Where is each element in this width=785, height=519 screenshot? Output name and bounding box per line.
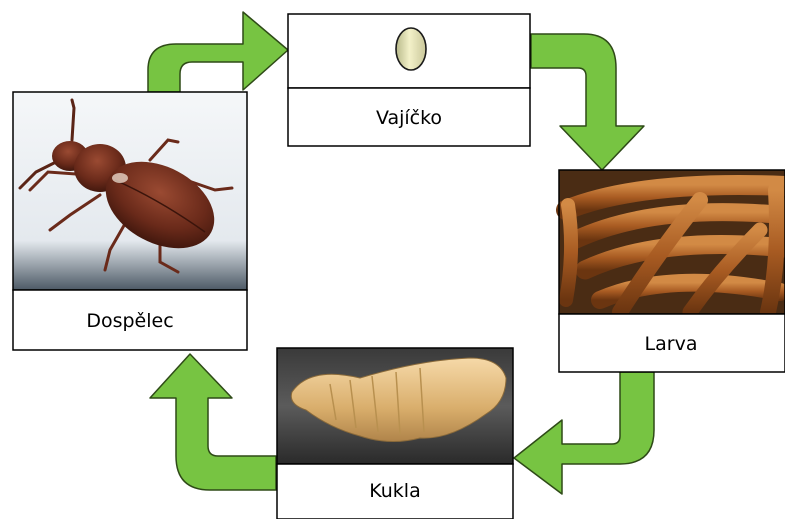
egg-label: Vajíčko <box>376 107 442 129</box>
stage-adult: Dospělec <box>13 92 247 350</box>
arrow-larva-to-pupa <box>514 372 654 494</box>
mealworm-larvae-photo <box>559 170 785 314</box>
pupa-photo <box>277 348 513 464</box>
beetle-photo <box>13 92 247 290</box>
arrow-egg-to-larva <box>531 34 644 170</box>
pupa-label: Kukla <box>369 480 420 502</box>
stage-egg: Vajíčko <box>288 14 530 146</box>
stage-pupa: Kukla <box>277 348 513 519</box>
arrow-pupa-to-adult <box>150 354 276 490</box>
arrow-adult-to-egg <box>148 12 288 92</box>
egg-icon <box>396 28 426 70</box>
larva-label: Larva <box>645 333 698 355</box>
adult-label: Dospělec <box>86 310 173 332</box>
stage-larva: Larva <box>559 170 785 372</box>
